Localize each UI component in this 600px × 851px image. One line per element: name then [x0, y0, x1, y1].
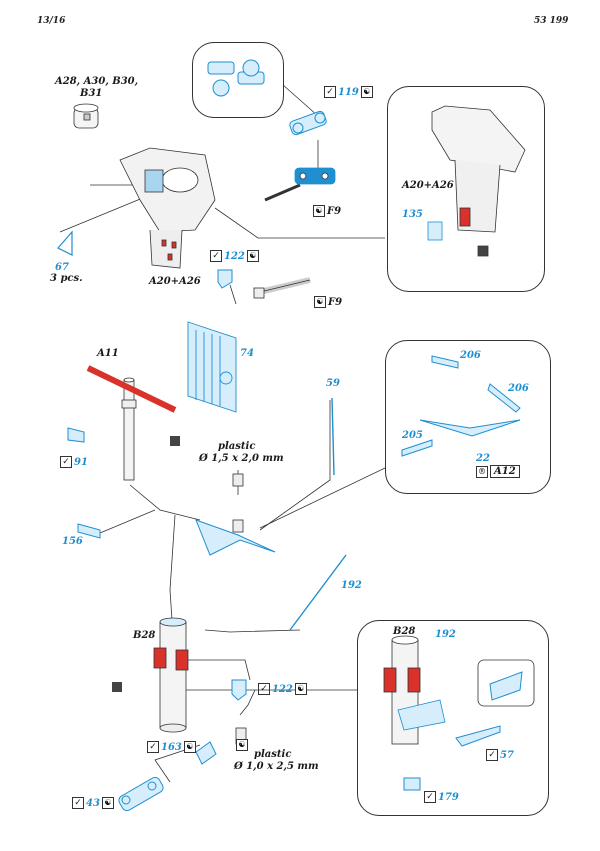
- label-206-b: 206: [508, 383, 529, 394]
- check-icon: ✓: [72, 797, 84, 809]
- part-74-grille: [187, 321, 237, 413]
- tag-122-upper: ✓ 122 ☯: [210, 250, 259, 262]
- yin-yang-icon: ☯: [183, 741, 196, 753]
- part-122-lower-clip: [231, 679, 247, 701]
- yin-yang-icon: ☯: [101, 797, 114, 809]
- label-156: 156: [62, 536, 83, 547]
- part-156: [77, 523, 101, 539]
- label-a20-inset: A20+A26: [402, 180, 454, 191]
- tag-f9-upper: ☯ F9: [313, 205, 341, 217]
- plastic-pin-1: [232, 473, 244, 533]
- label-plastic-2: plastic: [254, 749, 292, 760]
- check-icon: ✓: [486, 749, 498, 761]
- part-122-clip: [217, 269, 233, 289]
- label-b31: B31: [80, 88, 103, 99]
- label-a11: A11: [97, 348, 119, 359]
- f9-part-upper: [264, 167, 336, 202]
- tag-f9-lower: ☯ F9: [314, 296, 342, 308]
- label-192-a: 192: [341, 580, 362, 591]
- label-a28: A28, A30, B30,: [55, 76, 139, 87]
- check-icon: ✓: [147, 741, 159, 753]
- b28-post-main: [153, 617, 189, 733]
- tag-91: ✓ 91: [60, 456, 88, 468]
- label-b28-inset: B28: [393, 626, 416, 637]
- yin-yang-icon: ☯: [314, 296, 326, 308]
- label-74: 74: [240, 348, 254, 359]
- tag-57: ✓ 57: [486, 749, 514, 761]
- part-91: [67, 427, 85, 443]
- label-a20-main: A20+A26: [149, 276, 201, 287]
- label-192-b: 192: [435, 629, 456, 640]
- tag-43: ✓ 43 ☯: [72, 797, 114, 809]
- label-22: 22: [476, 453, 490, 464]
- part-192-rod: [289, 554, 347, 631]
- label-67: 67: [55, 262, 69, 273]
- label-59: 59: [326, 378, 340, 389]
- paint-swatch-a11: [170, 436, 180, 446]
- part-59-rod: [331, 397, 335, 476]
- part-43-bracket: [118, 776, 164, 812]
- label-dimension-1: Ø 1,5 x 2,0 mm: [199, 453, 284, 464]
- label-3-pcs: 3 pcs.: [50, 273, 83, 284]
- part-163: [195, 741, 217, 765]
- check-icon: ✓: [258, 683, 270, 695]
- a20-inset-drawing: [427, 105, 526, 257]
- crossbar-inset-parts: [401, 355, 521, 457]
- tag-163: ✓ 163 ☯: [147, 741, 196, 753]
- page-number: 13/16: [37, 16, 66, 26]
- part-179: [403, 777, 421, 791]
- yin-yang-icon: ☯: [246, 250, 259, 262]
- label-dimension-2: Ø 1,0 x 2,5 mm: [234, 761, 319, 772]
- check-icon: ✓: [324, 86, 336, 98]
- check-icon: ✓: [424, 791, 436, 803]
- tag-119: ✓ 119 ☯: [324, 86, 373, 98]
- crossbar-22-center: [195, 519, 276, 556]
- product-code: 53 199: [534, 16, 569, 26]
- registered-icon: ®: [476, 465, 488, 478]
- paint-swatch-b28: [112, 682, 122, 692]
- part-57-detail: [489, 671, 523, 701]
- part-67-triangle: [57, 230, 73, 256]
- crossbar-detail-inset-frame: [385, 340, 551, 494]
- label-205: 205: [402, 430, 423, 441]
- yin-yang-icon: ☯: [294, 683, 307, 695]
- label-b28-main: B28: [133, 630, 156, 641]
- tag-122-lower: ✓ 122 ☯: [258, 683, 307, 695]
- f9-shaft-lower: [253, 277, 311, 299]
- tag-a12: ® A12: [476, 465, 520, 478]
- yin-yang-icon: ☯: [313, 205, 325, 217]
- yin-yang-icon: ☯: [236, 739, 248, 751]
- label-206-a: 206: [460, 350, 481, 361]
- hub-assembly: [119, 147, 216, 269]
- part-57: [455, 725, 501, 747]
- b28-detail-inset-frame: [357, 620, 549, 816]
- b28-inset-drawing: [383, 635, 446, 745]
- yin-yang-icon: ☯: [360, 86, 373, 98]
- rotation-inset-parts: [207, 59, 265, 97]
- part-119: [289, 110, 327, 136]
- label-135: 135: [402, 209, 423, 220]
- tag-179: ✓ 179: [424, 791, 459, 803]
- tag-plastic-2: ☯: [236, 739, 248, 751]
- check-icon: ✓: [60, 456, 72, 468]
- cap-a28: [73, 103, 99, 129]
- a11-post: [86, 365, 177, 481]
- check-icon: ✓: [210, 250, 222, 262]
- label-plastic-1: plastic: [218, 441, 256, 452]
